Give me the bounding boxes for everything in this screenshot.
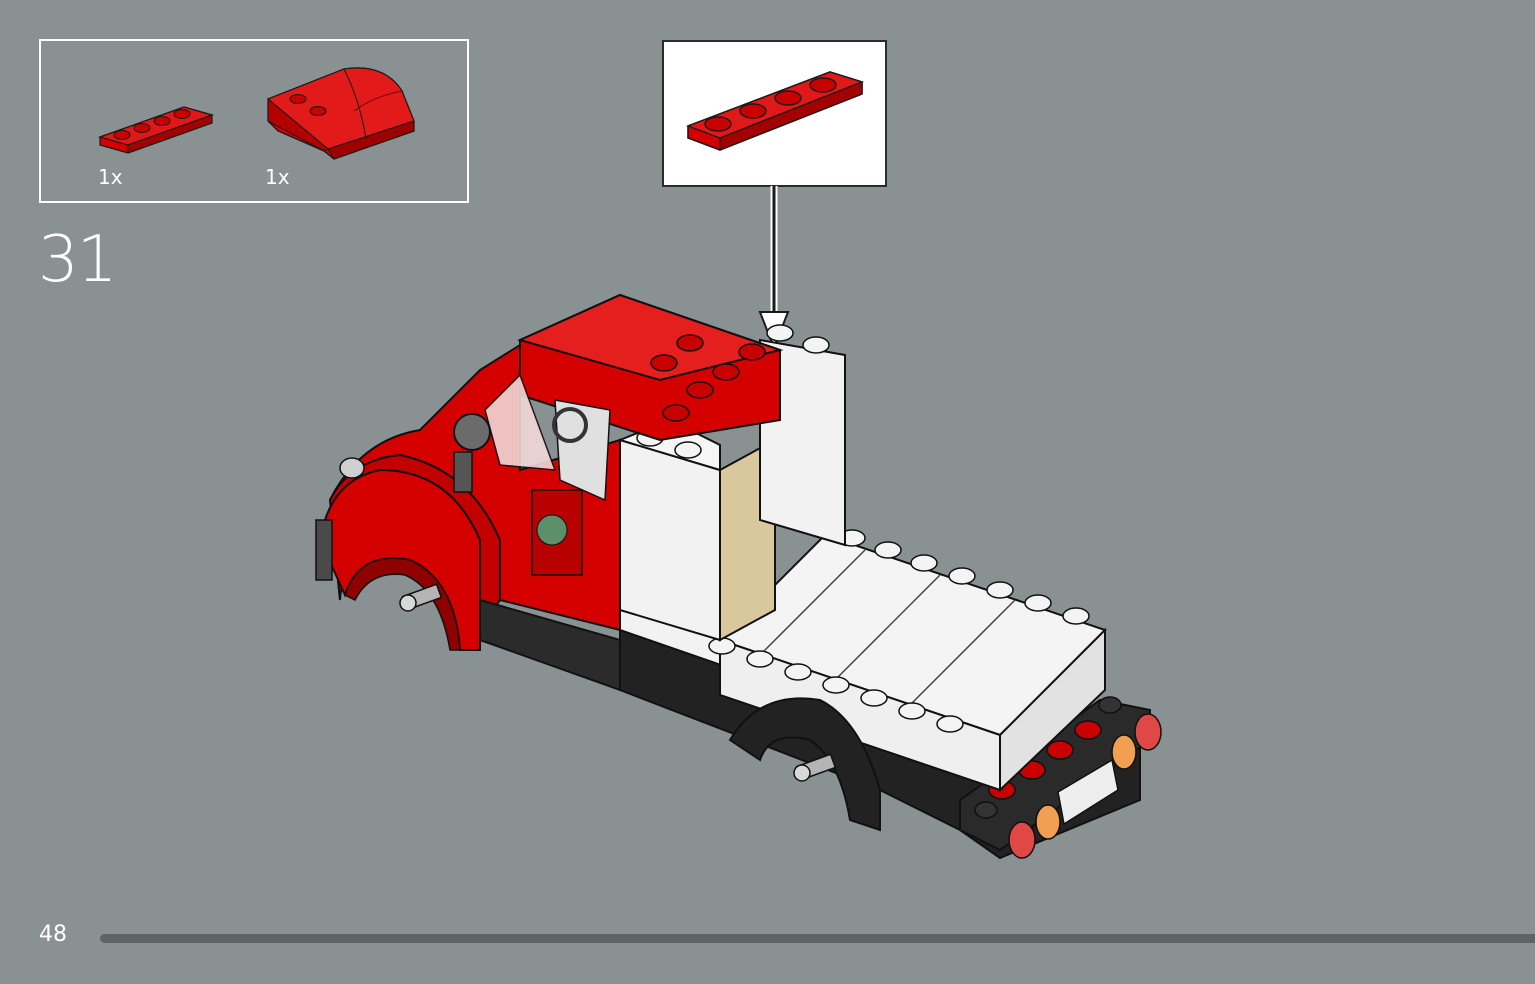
red-plate-1x4-icon bbox=[98, 106, 214, 154]
parts-list-box: 1x 1x bbox=[39, 39, 469, 203]
step-number: 31 bbox=[38, 223, 117, 297]
page-number: 48 bbox=[39, 922, 67, 947]
part-quantity: 1x bbox=[98, 165, 123, 189]
truck-model-illustration bbox=[315, 293, 1162, 860]
part-quantity: 1x bbox=[265, 165, 290, 189]
callout-box bbox=[662, 40, 887, 187]
red-plate-1x4-icon bbox=[686, 71, 865, 151]
page-progress-bar bbox=[100, 934, 1535, 943]
red-curved-slope-icon bbox=[266, 67, 415, 160]
